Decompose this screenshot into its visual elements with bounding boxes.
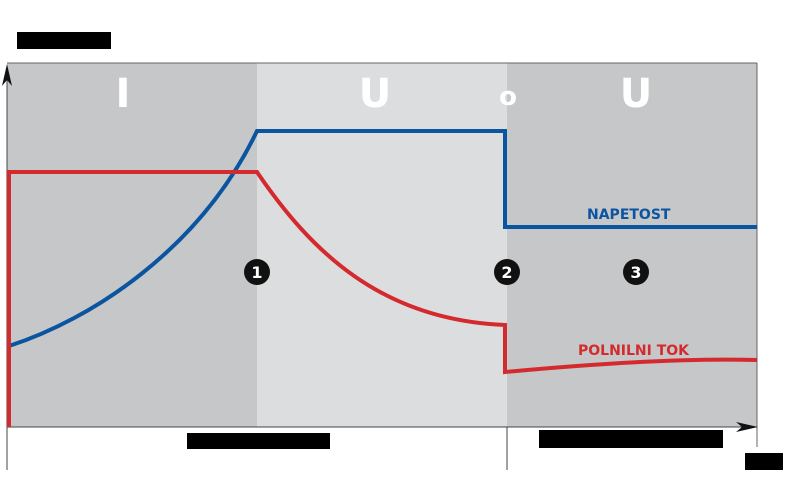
phase-label-o: o — [499, 82, 517, 112]
redacted-x-axis-label — [745, 453, 783, 470]
phase-label-i: I — [116, 71, 131, 117]
phase-label-u: U — [359, 71, 391, 117]
phase-label-u-float: U — [620, 71, 652, 117]
zone-float — [507, 63, 757, 427]
zone-constant-voltage — [257, 63, 507, 427]
marker-3: 3 — [623, 259, 649, 285]
marker-2-number: 2 — [501, 263, 512, 282]
current-curve — [7, 170, 758, 427]
x-axis-arrow-icon — [736, 422, 758, 432]
redacted-y-axis-label — [17, 32, 111, 49]
redacted-phase-duration-2 — [539, 430, 723, 448]
zone-constant-current — [7, 63, 257, 427]
marker-1-number: 1 — [251, 263, 262, 282]
redacted-phase-duration-1 — [187, 433, 330, 449]
voltage-curve — [8, 129, 757, 348]
y-axis-arrow-icon — [2, 64, 12, 86]
voltage-label: NAPETOST — [587, 207, 671, 223]
current-label: POLNILNI TOK — [578, 343, 690, 359]
marker-3-number: 3 — [630, 263, 641, 282]
marker-1: 1 — [244, 259, 270, 285]
marker-2: 2 — [494, 259, 520, 285]
